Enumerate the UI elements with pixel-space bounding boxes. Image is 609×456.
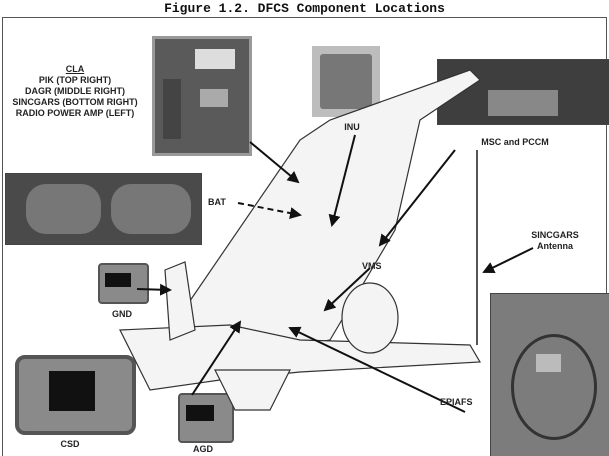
gnd-label: GND (112, 309, 132, 319)
epiafs-label: EPIAFS (440, 397, 473, 407)
agd-device (178, 393, 234, 443)
agd-label: AGD (193, 444, 213, 454)
csd-device (15, 355, 136, 435)
figure-frame (2, 17, 607, 456)
vms-label: VMS (362, 261, 382, 271)
epiafs-photo (490, 293, 609, 456)
cla-heading: CLA (65, 64, 85, 74)
bat-photo (5, 173, 202, 245)
cla-line: SINCGARS (BOTTOM RIGHT) (12, 97, 138, 107)
cla-line: DAGR (MIDDLE RIGHT) (25, 86, 125, 96)
cla-line: PIK (TOP RIGHT) (38, 75, 112, 85)
inu-label: INU (344, 122, 360, 132)
sincgars-antenna-label: SINCGARS (531, 230, 579, 240)
sincgars-antenna-label: Antenna (537, 241, 573, 251)
inu-photo (312, 46, 380, 117)
cla-line: RADIO POWER AMP (LEFT) (15, 108, 135, 118)
csd-label: CSD (60, 439, 80, 449)
msc-pccm-label: MSC and PCCM (481, 137, 549, 147)
cla-photo (152, 36, 252, 156)
gnd-device (98, 263, 149, 304)
bat-label: BAT (208, 197, 226, 207)
figure-title: Figure 1.2. DFCS Component Locations (164, 1, 445, 16)
